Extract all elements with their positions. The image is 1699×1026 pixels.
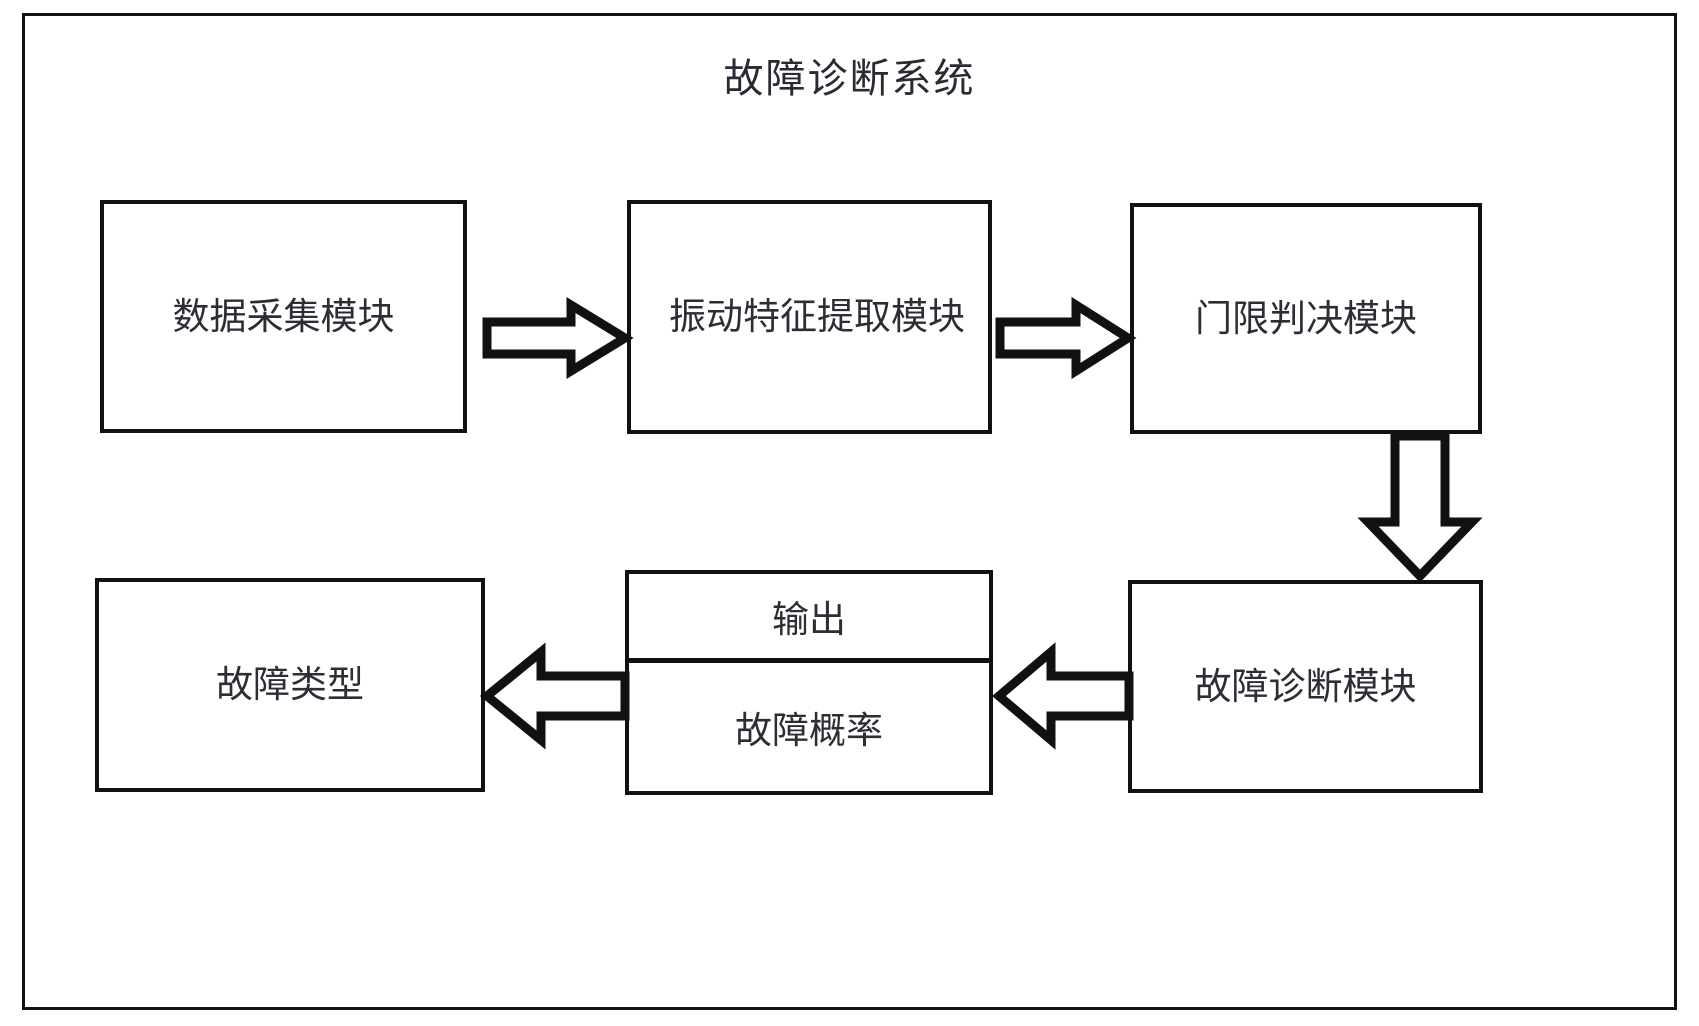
node-fault-probability-label: 故障概率 [735, 710, 883, 751]
arrow-left-fault-diagnosis-to-output-group [992, 642, 1134, 750]
node-fault-type[interactable]: 故障类型 [95, 578, 485, 792]
arrow-right-data-acquisition-to-feature-extraction [482, 296, 634, 380]
node-threshold-decision-label: 门限判决模块 [1195, 297, 1417, 339]
node-fault-diagnosis[interactable]: 故障诊断模块 [1128, 580, 1483, 793]
page-title: 故障诊断系统 [723, 57, 976, 101]
node-output-label: 输出 [772, 599, 846, 640]
node-data-acquisition-label: 数据采集模块 [172, 295, 395, 337]
arrow-right-feature-extraction-to-threshold-decision [995, 296, 1137, 380]
node-output-label-cell: 输出 [629, 574, 989, 663]
node-threshold-decision[interactable]: 门限判决模块 [1130, 203, 1482, 434]
arrow-down-threshold-decision-to-fault-diagnosis [1357, 431, 1483, 583]
arrow-left-output-group-to-fault-type [479, 642, 630, 750]
node-vibration-feature-extraction[interactable]: 振动特征提取模块 [627, 200, 992, 434]
node-output-group[interactable]: 输出 故障概率 [625, 570, 993, 795]
node-vibration-feature-extraction-label: 振动特征提取模块 [669, 296, 965, 338]
node-fault-diagnosis-label: 故障诊断模块 [1194, 665, 1417, 707]
node-fault-probability-cell: 故障概率 [629, 663, 989, 791]
node-data-acquisition[interactable]: 数据采集模块 [100, 200, 467, 433]
node-fault-type-label: 故障类型 [216, 664, 364, 706]
